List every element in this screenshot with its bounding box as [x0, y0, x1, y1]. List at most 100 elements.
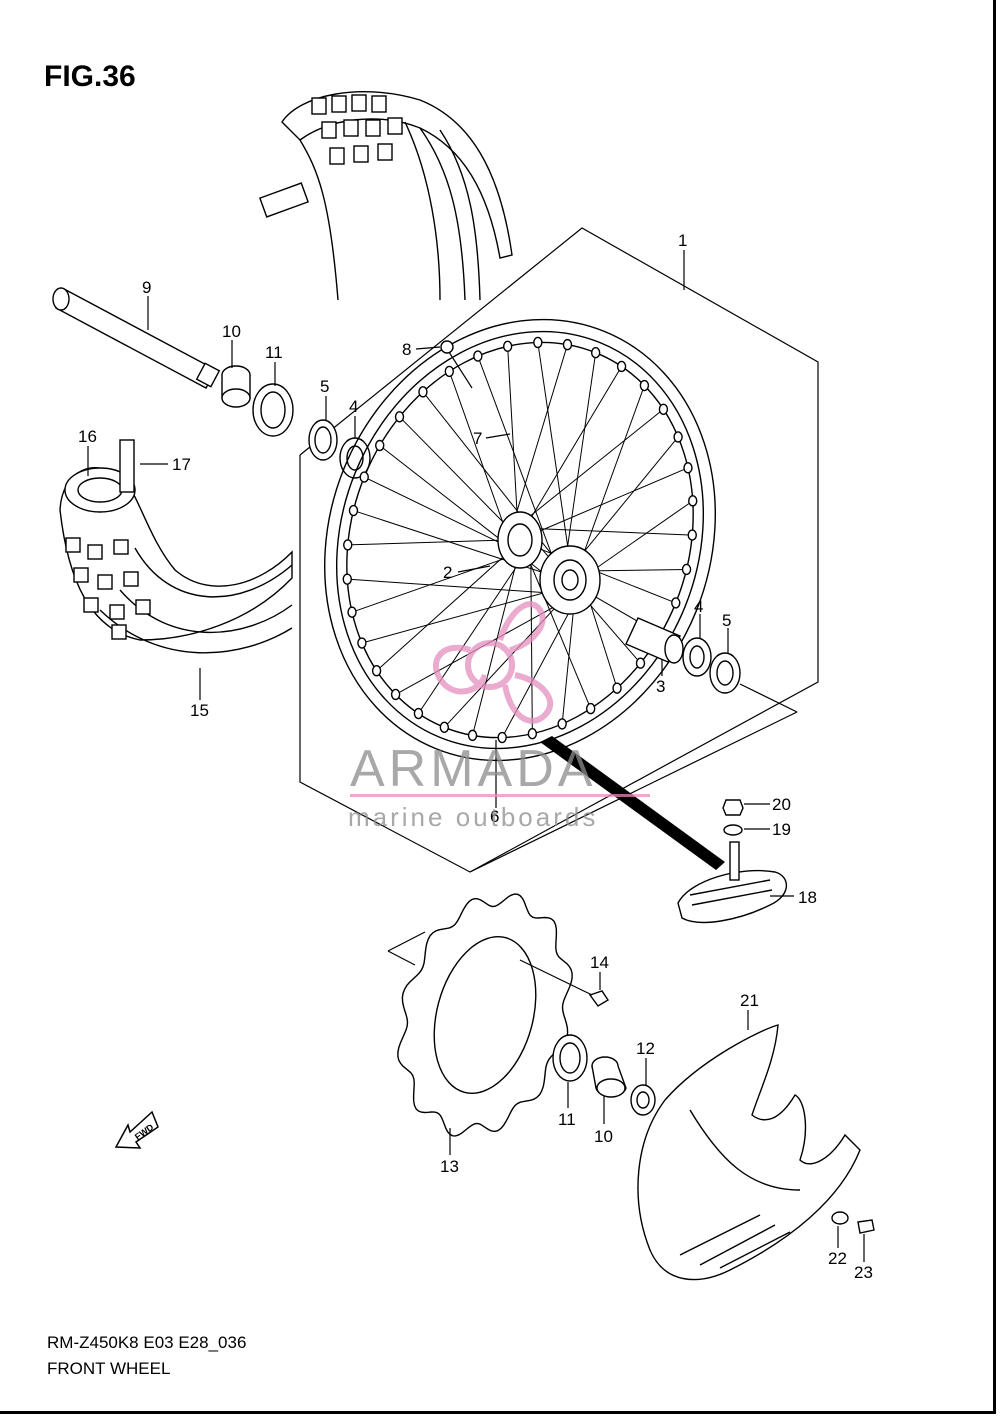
watermark-tagline: marine outboards — [348, 802, 598, 832]
spoke — [574, 436, 679, 564]
callout-8: 8 — [402, 340, 411, 359]
callout-14: 14 — [590, 953, 609, 972]
spoke — [526, 366, 622, 525]
spoke — [512, 344, 568, 525]
spoke-nipple — [671, 597, 681, 609]
callout-10-lower: 10 — [594, 1127, 613, 1146]
callout-23: 23 — [854, 1263, 873, 1282]
spoke-nipple — [348, 504, 359, 517]
spoke-nipple — [473, 350, 483, 362]
watermark-divider — [350, 794, 650, 797]
spoke-nipple — [467, 729, 478, 742]
spoke — [537, 342, 571, 563]
guard-washer-part — [831, 1211, 849, 1225]
spoke-nipple — [683, 462, 693, 474]
rim-lock-tab — [119, 439, 135, 493]
spoke — [448, 371, 508, 535]
callout-12: 12 — [636, 1039, 655, 1058]
spoke — [399, 416, 510, 529]
callout-4-right: 4 — [694, 597, 703, 616]
callout-15: 15 — [190, 701, 209, 720]
callout-20: 20 — [772, 795, 791, 814]
callout-16: 16 — [78, 427, 97, 446]
spoke-nipple — [357, 637, 367, 649]
spoke-nipple — [394, 411, 405, 423]
spoke — [347, 539, 507, 546]
figure-title: FIG.36 — [44, 60, 136, 93]
callout-6: 6 — [490, 807, 499, 826]
spoke-nipple — [533, 336, 543, 349]
model-code: RM-Z450K8 E03 E28_036 — [47, 1333, 247, 1352]
spoke-nipple — [418, 386, 428, 398]
callout-9: 9 — [142, 278, 151, 297]
spoke — [530, 527, 693, 536]
disc-bolt-part — [519, 959, 609, 1007]
tire-top-part — [259, 90, 513, 301]
spoke — [522, 408, 664, 523]
callout-18: 18 — [798, 888, 817, 907]
callout-22: 22 — [828, 1249, 847, 1268]
fwd-arrow-icon: FWD — [114, 1110, 159, 1149]
spoke — [376, 551, 510, 672]
spoke — [564, 352, 597, 564]
spoke-nipple — [562, 338, 573, 351]
hub-part — [497, 511, 601, 615]
spoke-nipple — [390, 688, 401, 701]
spoke-nipple — [673, 431, 683, 443]
callout-10-upper: 10 — [222, 322, 241, 341]
spoke-nipple — [347, 606, 357, 618]
spoke — [477, 355, 559, 572]
spoke-nipple — [687, 529, 697, 541]
leader-lines — [87, 250, 865, 1262]
boundary-leader — [739, 683, 798, 713]
spoke-nipple — [359, 471, 369, 483]
spoke-nipple — [612, 682, 622, 694]
spoke-nipple — [585, 702, 596, 715]
section-name: FRONT WHEEL — [47, 1359, 171, 1378]
watermark-brand: ARMADA — [350, 740, 596, 798]
spoke-nipple — [527, 727, 538, 740]
seal-right-part — [709, 652, 741, 694]
callout-21: 21 — [740, 991, 759, 1010]
spoke-nipples — [342, 336, 698, 744]
spoke — [351, 555, 514, 613]
spoke — [583, 500, 694, 578]
callout-3: 3 — [656, 677, 665, 696]
callout-5-right: 5 — [722, 611, 731, 630]
spoke-nipple — [343, 539, 353, 551]
spacer-lower-part — [591, 1056, 627, 1098]
spoke-nipple — [590, 347, 601, 359]
callout-1: 1 — [678, 231, 687, 250]
inner-tube-part — [540, 736, 788, 924]
callout-7: 7 — [473, 429, 482, 448]
spacer-right-part — [625, 617, 684, 664]
assembly-boundary — [299, 227, 819, 873]
callout-4-left: 4 — [349, 397, 358, 416]
spoke — [418, 557, 523, 714]
watermark: ARMADA marine outboards — [348, 601, 650, 832]
spoke-nipple — [439, 721, 450, 733]
spoke-nipple — [639, 379, 650, 392]
bearing-right-part — [682, 637, 712, 677]
spoke-nipple — [557, 718, 567, 730]
watermark-logo-icon — [432, 601, 554, 724]
front-axle-part — [52, 287, 221, 389]
rim-lock-screw-part — [440, 340, 473, 389]
callout-17: 17 — [172, 455, 191, 474]
fork-guard-part — [637, 1024, 861, 1281]
valve-nut-part — [722, 799, 744, 816]
spoke — [364, 476, 508, 547]
spoke-nipple — [375, 439, 385, 452]
spoke-nipple — [688, 495, 698, 507]
collar-part — [630, 1084, 656, 1116]
valve-leader-arrow — [540, 736, 725, 870]
spoke-nipple — [658, 403, 669, 415]
spoke-nipple — [616, 360, 627, 373]
spoke-nipple — [497, 731, 507, 744]
oil-seal-upper-part — [252, 383, 294, 437]
spoke-nipple — [444, 365, 455, 378]
spoke-nipple — [413, 707, 424, 720]
